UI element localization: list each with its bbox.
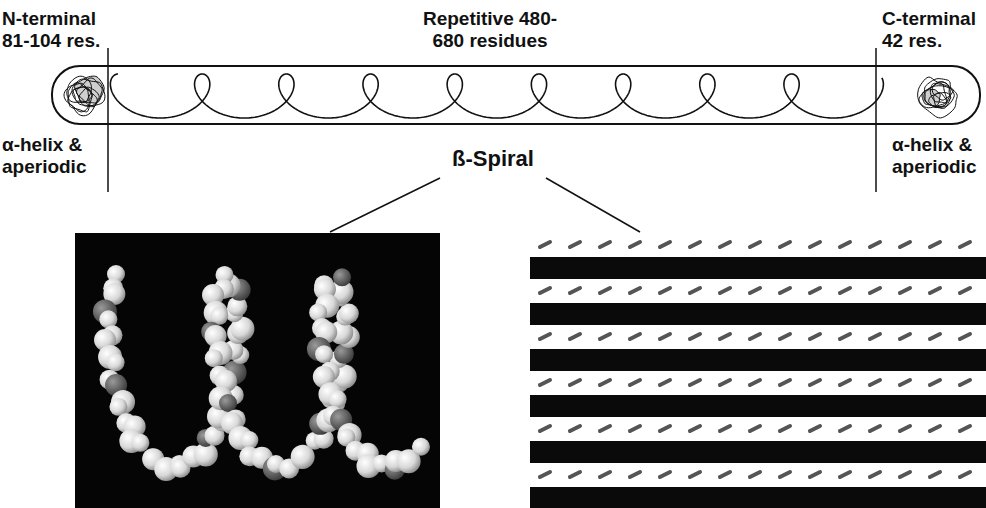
domain-label: N-terminal 81-104 res. — [2, 8, 106, 52]
stripe-image — [530, 233, 986, 508]
domain-label: C-terminal 42 res. — [882, 8, 982, 52]
sphere-model-image — [75, 233, 440, 508]
domain-divider — [875, 48, 877, 192]
zoom-line — [330, 178, 440, 232]
sphere-model-spiral — [93, 265, 430, 481]
domain-label: Repetitive 480-680 residues — [410, 8, 570, 52]
structure-label: α-helix & aperiodic — [2, 134, 102, 178]
stripe-pattern — [530, 242, 986, 508]
zoom-line — [546, 178, 640, 232]
terminal-domain-blob — [64, 76, 957, 118]
structure-label: ß-Spiral — [420, 146, 566, 171]
beta-spiral-loops — [110, 74, 883, 118]
domain-divider — [107, 48, 109, 192]
structure-label: α-helix & aperiodic — [892, 134, 984, 178]
protein-capsule — [52, 66, 980, 124]
